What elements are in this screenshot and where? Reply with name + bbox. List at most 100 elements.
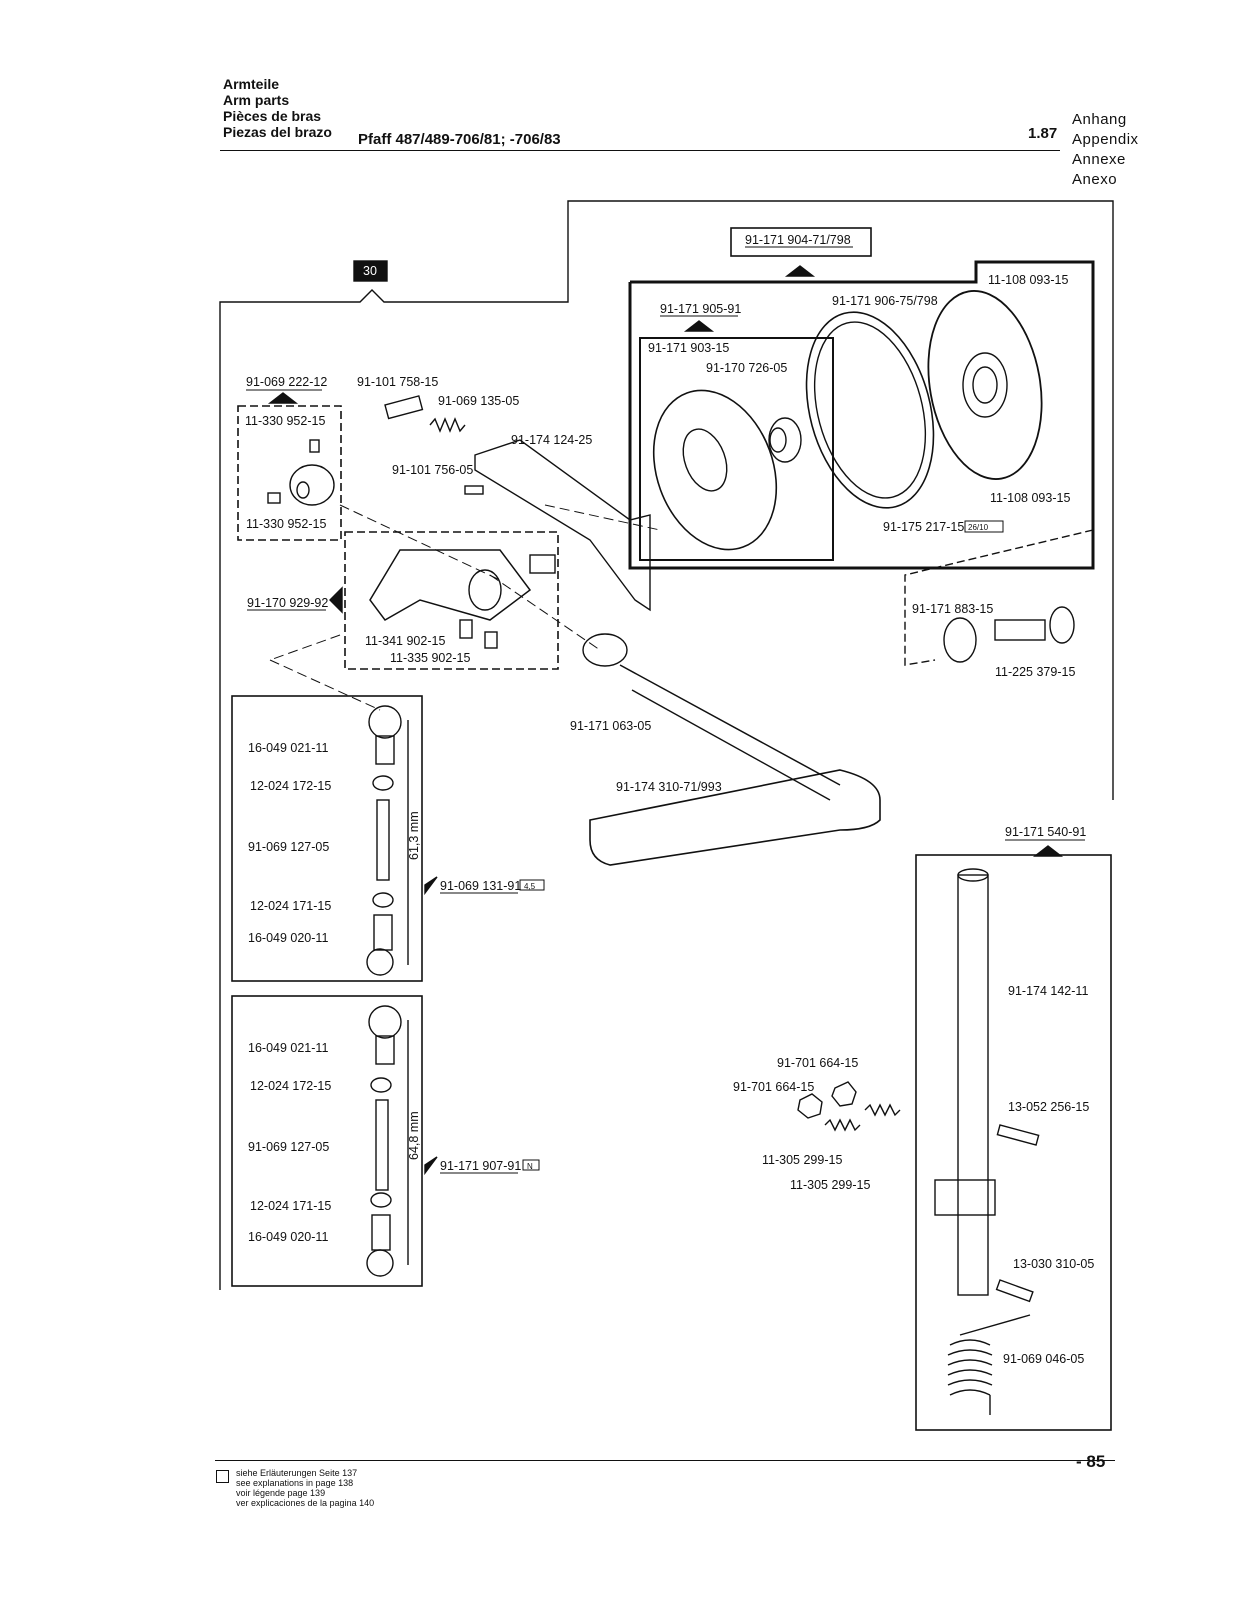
shaft-box xyxy=(915,854,1112,1431)
crank-arm xyxy=(369,549,532,621)
housing-cover xyxy=(927,290,1043,480)
rod2-ball-top: 16-049 021-11 xyxy=(248,1041,328,1055)
pin xyxy=(384,395,424,420)
label-305-299-a: 11-305 299-15 xyxy=(762,1153,842,1167)
badge-n xyxy=(522,1159,540,1171)
label-124-25: 91-174 124-25 xyxy=(511,433,592,447)
badge-26-10-text: 26/10 xyxy=(968,523,989,532)
rod-set-box-1 xyxy=(231,695,423,982)
diagram-frame xyxy=(219,200,1114,1290)
badge-26-10 xyxy=(964,520,1004,533)
label-883-15: 91-171 883-15 xyxy=(912,602,993,616)
group-tag xyxy=(353,260,388,282)
machine-model: Pfaff 487/489-706/81; -706/83 xyxy=(358,131,561,148)
gasket-ring xyxy=(805,311,935,509)
label-701-664-a: 91-701 664-15 xyxy=(777,1056,858,1070)
rod2-nut-top: 12-024 172-15 xyxy=(250,1079,331,1093)
vertical-shaft xyxy=(957,874,989,1296)
appendix-en: Appendix xyxy=(1072,131,1139,148)
disc-box xyxy=(639,337,834,561)
bushing xyxy=(768,417,802,463)
label-052-256: 13-052 256-15 xyxy=(1008,1100,1089,1114)
issue-date: 1.87 xyxy=(1028,125,1058,142)
rod1-assembly: 91-069 131-91 xyxy=(440,879,521,893)
label-758-15: 91-101 758-15 xyxy=(357,375,438,389)
rod2-badge: N xyxy=(527,1162,533,1171)
collar-box xyxy=(237,405,342,541)
rod1-stud: 91-069 127-05 xyxy=(248,840,329,854)
note-fr: voir légende page 139 xyxy=(236,1488,326,1498)
title-fr: Pièces de bras xyxy=(223,108,322,124)
label-335-902: 11-335 902-15 xyxy=(390,651,470,665)
rod2-nut-bot: 12-024 171-15 xyxy=(250,1199,331,1213)
label-756-05: 91-101 756-05 xyxy=(392,463,473,477)
label-142-11: 91-174 142-11 xyxy=(1008,984,1088,998)
rod2-ball-bot: 16-049 020-11 xyxy=(248,1230,328,1244)
label-108-093-top: 11-108 093-15 xyxy=(988,273,1068,287)
bolt-head xyxy=(1049,606,1075,644)
label-952-top: 11-330 952-15 xyxy=(245,414,325,428)
title-es: Piezas del brazo xyxy=(223,124,332,140)
crank-box xyxy=(344,531,559,670)
clamp-collar xyxy=(289,464,335,506)
nut-b xyxy=(831,1081,857,1107)
label-063-05: 91-171 063-05 xyxy=(570,719,651,733)
label-540-91: 91-171 540-91 xyxy=(1005,825,1086,839)
rod1-nut-bot: 12-024 171-15 xyxy=(250,899,331,913)
spring xyxy=(429,417,466,433)
bolt-sleeve xyxy=(943,617,977,663)
label-701-664-b: 91-701 664-15 xyxy=(733,1080,814,1094)
label-108-093-bot: 11-108 093-15 xyxy=(990,491,1070,505)
label-046-05: 91-069 046-05 xyxy=(1003,1352,1084,1366)
label-906-75: 91-171 906-75/798 xyxy=(832,294,938,308)
note-de: siehe Erläuterungen Seite 137 xyxy=(236,1468,358,1478)
appendix-de: Anhang xyxy=(1072,111,1127,128)
legend-box-icon xyxy=(216,1470,229,1483)
rod-set-1-drawing xyxy=(366,705,409,976)
label-030-310: 13-030 310-05 xyxy=(1013,1257,1094,1271)
footer-rule xyxy=(215,1460,1115,1461)
lever-plate xyxy=(474,439,651,612)
label-305-299-b: 11-305 299-15 xyxy=(790,1178,870,1192)
label-217-15: 91-175 217-15 xyxy=(883,520,964,534)
appendix-labels: Anhang Appendix Annexe Anexo xyxy=(1072,110,1139,190)
label-069-222: 91-069 222-12 xyxy=(246,375,327,389)
title-de: Armteile xyxy=(223,76,280,92)
set-screw-a xyxy=(824,1118,861,1132)
rod1-ball-top: 16-049 021-11 xyxy=(248,741,328,755)
shaft-collar xyxy=(934,1179,996,1216)
appendix-es: Anexo xyxy=(1072,171,1118,188)
torsion-spring xyxy=(947,1314,1031,1415)
label-135-05: 91-069 135-05 xyxy=(438,394,519,408)
nut-a xyxy=(797,1093,823,1119)
index-disc xyxy=(652,389,778,551)
badge-4-5 xyxy=(519,879,545,891)
rod2-length: 64,8 mm xyxy=(407,1111,421,1160)
label-225-379: 11-225 379-15 xyxy=(995,665,1075,679)
section-titles: Armteile Arm parts Pièces de bras Piezas… xyxy=(223,76,332,140)
label-904-71: 91-171 904-71/798 xyxy=(745,233,851,247)
gear-assembly-frame xyxy=(628,260,1095,570)
title-en: Arm parts xyxy=(223,92,290,108)
label-310-71: 91-174 310-71/993 xyxy=(616,780,722,794)
note-es: ver explicaciones de la pagina 140 xyxy=(236,1498,375,1508)
page-number: - 85 xyxy=(1076,1452,1106,1471)
footer-notes: siehe Erläuterungen Seite 137 see explan… xyxy=(236,1468,374,1508)
bolt-box xyxy=(904,529,1094,666)
appendix-fr: Annexe xyxy=(1072,151,1126,168)
rod1-nut-top: 12-024 172-15 xyxy=(250,779,331,793)
note-en: see explanations in page 138 xyxy=(236,1478,354,1488)
knee-lever-pad xyxy=(589,769,881,866)
rod2-stud: 91-069 127-05 xyxy=(248,1140,329,1154)
rod1-ball-bot: 16-049 020-11 xyxy=(248,931,328,945)
label-952-bot: 11-330 952-15 xyxy=(246,517,326,531)
label-905-91: 91-171 905-91 xyxy=(660,302,741,316)
rod2-assembly: 91-171 907-91 xyxy=(440,1159,521,1173)
rod1-badge: 4,5 xyxy=(524,882,536,891)
rod-set-2-drawing xyxy=(366,1005,409,1277)
group-number: 30 xyxy=(363,264,377,278)
set-screw-b xyxy=(864,1103,901,1117)
bushing-small xyxy=(582,633,628,667)
header-rule xyxy=(220,150,1060,151)
